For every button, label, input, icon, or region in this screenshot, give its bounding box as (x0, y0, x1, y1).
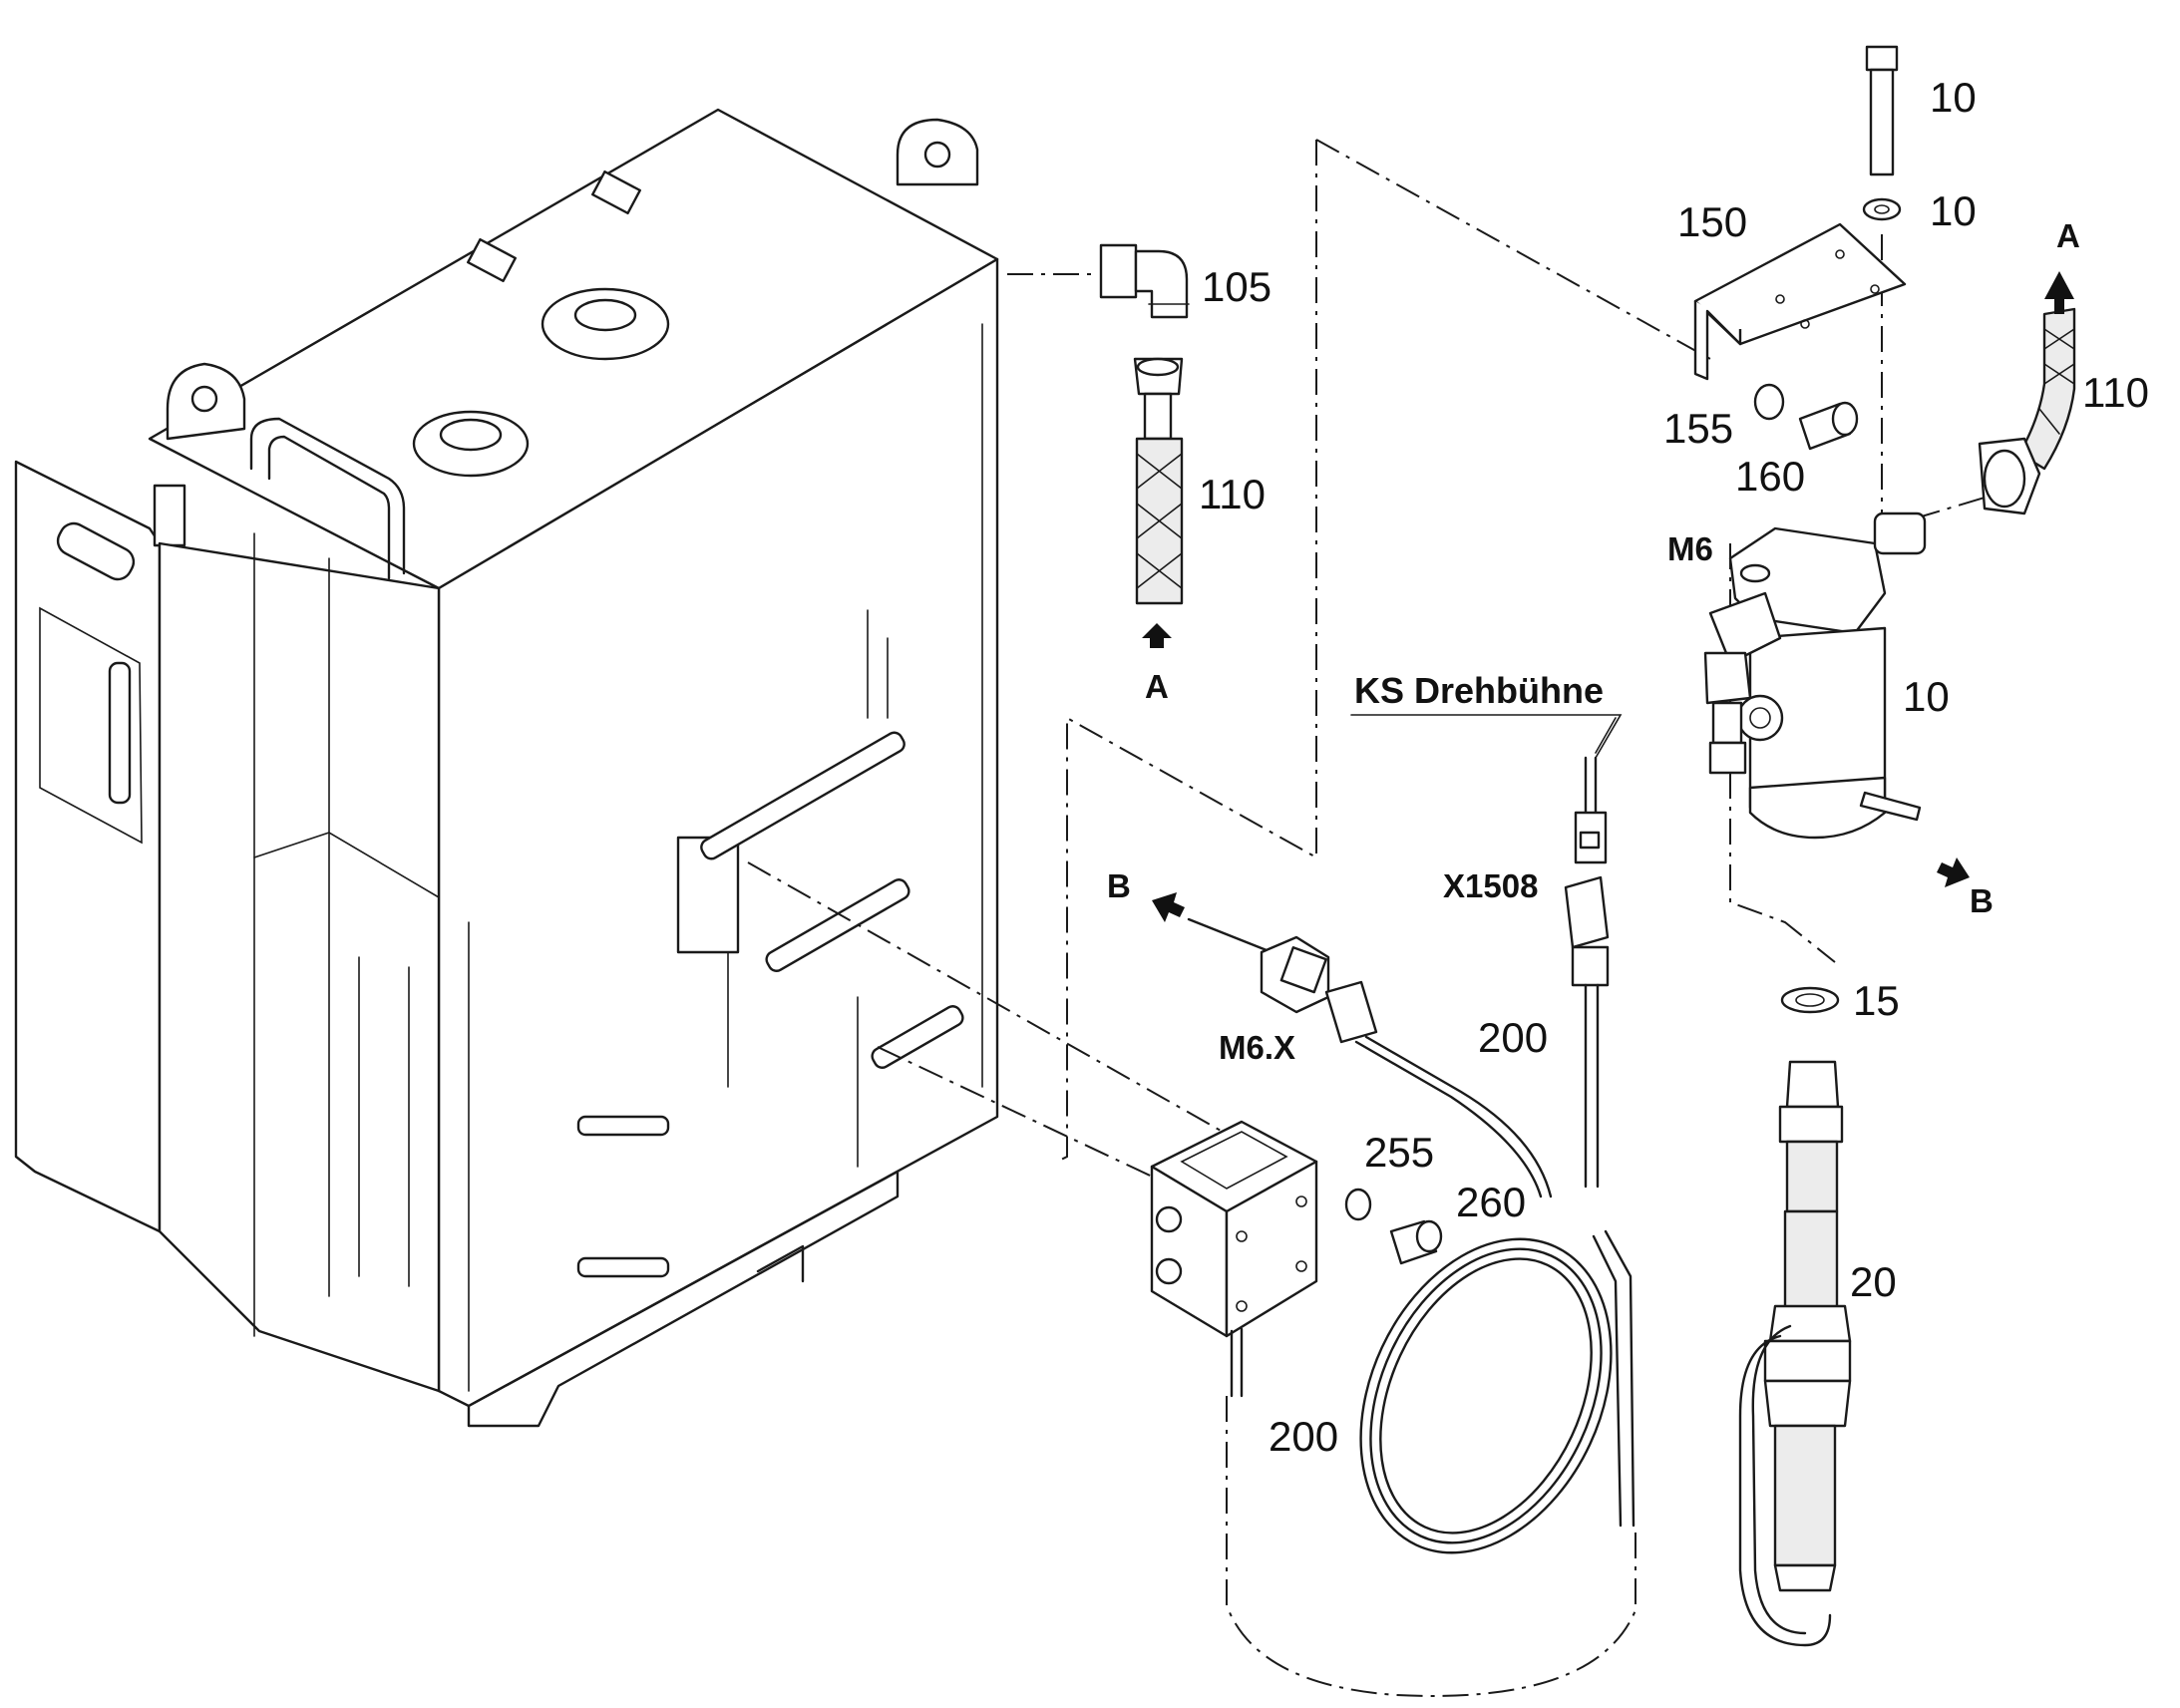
label-x1508: X1508 (1443, 867, 1538, 904)
elbow-fitting-105 (1099, 243, 1190, 319)
label-15: 15 (1853, 977, 1900, 1024)
sensor-20 (1738, 1060, 1852, 1647)
label-160: 160 (1735, 453, 1805, 500)
label-a-left: A (1145, 668, 1169, 705)
connector-m6x (1187, 917, 1330, 1014)
seal-15 (1780, 986, 1840, 1014)
bolt-10 (1865, 45, 1899, 176)
label-ks-drehbuehne: KS Drehbühne (1354, 670, 1604, 711)
screw-260 (1389, 1219, 1443, 1265)
arrow-a-top-icon (2044, 271, 2074, 314)
filter-m6 (1703, 512, 1927, 840)
connector-x1508 (1564, 875, 1610, 1189)
label-260: 260 (1456, 1179, 1526, 1225)
washer-155 (1753, 383, 1785, 421)
label-150: 150 (1677, 198, 1747, 245)
cable-coil-200 (1359, 1229, 1635, 1554)
label-110-right: 110 (2082, 369, 2149, 416)
label-110-left: 110 (1199, 471, 1266, 517)
label-200-bottom: 200 (1269, 1413, 1338, 1460)
arrow-a-left-icon (1142, 623, 1172, 648)
label-255: 255 (1364, 1129, 1434, 1176)
label-10-washer: 10 (1930, 187, 1977, 234)
label-10-filter: 10 (1903, 673, 1950, 720)
bracket-150 (1693, 222, 1907, 381)
assembly-centerlines (747, 139, 2015, 1697)
label-b-left: B (1107, 867, 1131, 904)
label-20: 20 (1850, 1258, 1897, 1305)
label-m6x: M6.X (1219, 1029, 1295, 1066)
label-10-bolt: 10 (1930, 74, 1977, 121)
connector-plug (1324, 980, 1553, 1198)
connector-ks-drehbuehne (1574, 717, 1617, 864)
washer-10 (1862, 197, 1902, 221)
part-labels: 10 10 150 A 105 110 155 160 110 M6 A 10 … (1107, 74, 2149, 1460)
arrow-b-right-icon (1937, 857, 1970, 887)
arrow-b-left-icon (1152, 892, 1185, 922)
ks-leader-line (1350, 714, 1623, 759)
hose-110-right (1978, 307, 2076, 515)
label-m6: M6 (1667, 530, 1713, 567)
junction-box (1150, 1120, 1318, 1398)
hydraulic-tank (14, 108, 999, 1428)
label-155: 155 (1663, 405, 1733, 452)
label-b-right: B (1970, 882, 1994, 919)
screw-160 (1798, 401, 1859, 451)
hose-110-left (1133, 357, 1184, 605)
label-105: 105 (1202, 263, 1272, 310)
label-200-top: 200 (1478, 1014, 1548, 1061)
label-a-top: A (2056, 217, 2080, 254)
washer-255 (1344, 1188, 1372, 1221)
